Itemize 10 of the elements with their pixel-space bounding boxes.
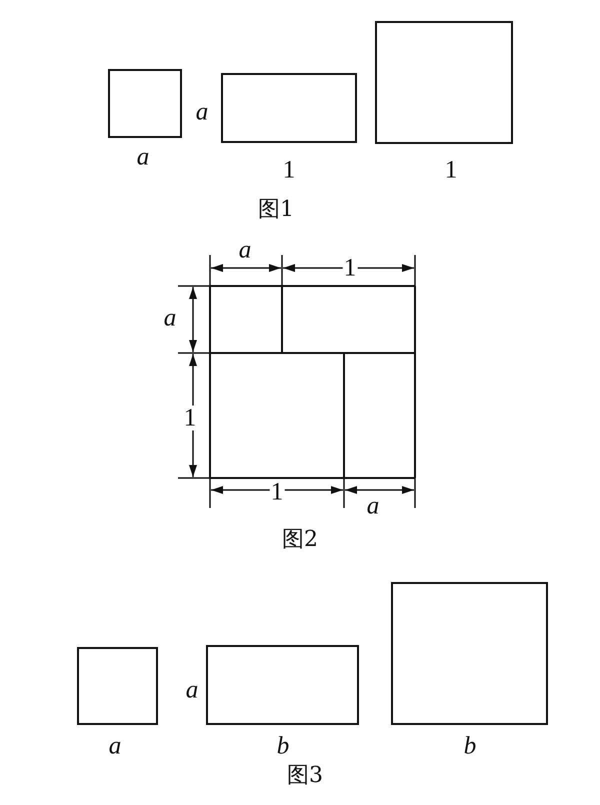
square-shape xyxy=(375,21,513,144)
figure-caption: 图3 xyxy=(286,765,324,787)
figure-caption: 图1 xyxy=(257,199,295,221)
square-shape xyxy=(77,647,158,725)
figure-caption: 图2 xyxy=(281,529,319,551)
dimension-label: 1 xyxy=(182,406,198,430)
square-shape xyxy=(108,69,182,138)
rectangle-shape xyxy=(221,73,357,143)
rectangle-shape xyxy=(206,645,359,725)
square-shape xyxy=(391,582,548,725)
